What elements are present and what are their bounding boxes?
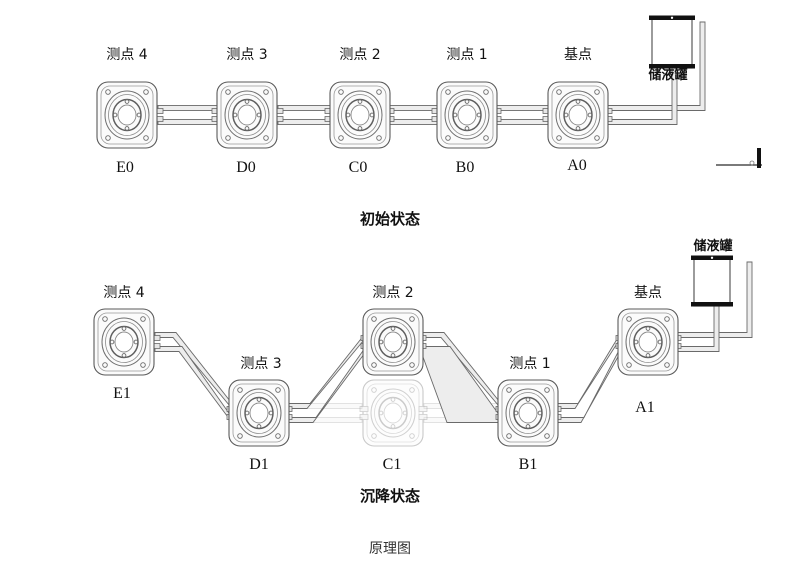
sensor-code-D0: D0 — [236, 159, 256, 176]
tank-label-settlement: 储液罐 — [693, 239, 733, 254]
point-label-D0: 测点 3 — [226, 47, 268, 63]
point-label-E0: 测点 4 — [106, 47, 148, 63]
sensor-code-B1: B1 — [518, 456, 538, 473]
sensor-C1-ghost — [359, 379, 428, 447]
panel-initial-state — [96, 15, 762, 168]
panel-title-initial: 初始状态 — [359, 210, 421, 228]
tank-initial[interactable] — [649, 15, 695, 69]
panel-settlement-state — [93, 255, 753, 447]
sensor-E0[interactable] — [96, 81, 158, 149]
point-label-E1: 测点 4 — [103, 285, 145, 301]
sensor-D0[interactable] — [216, 81, 278, 149]
sensor-code-C0: C0 — [348, 159, 368, 176]
sensor-B1[interactable] — [497, 379, 559, 447]
point-label-C0: 测点 2 — [339, 47, 381, 63]
tank-settlement[interactable] — [691, 255, 733, 307]
point-label-A1: 基点 — [634, 285, 662, 301]
panel-title-settlement: 沉降状态 — [359, 487, 421, 505]
sensor-code-E0: E0 — [116, 159, 134, 176]
sensor-code-D1: D1 — [249, 456, 269, 473]
ground-reference-mark-icon — [716, 148, 762, 168]
sensor-A0[interactable] — [547, 81, 609, 149]
sensor-C1[interactable] — [362, 308, 424, 376]
sensor-A1[interactable] — [617, 308, 679, 376]
point-label-D1: 测点 3 — [240, 356, 282, 372]
sensor-code-C1: C1 — [382, 456, 402, 473]
sensor-code-A0: A0 — [567, 157, 587, 174]
sensor-code-B0: B0 — [455, 159, 475, 176]
sensor-code-A1: A1 — [635, 399, 655, 416]
point-label-B0: 测点 1 — [446, 47, 488, 63]
point-label-A0: 基点 — [564, 47, 592, 63]
sensor-C0[interactable] — [329, 81, 391, 149]
sensor-E1[interactable] — [93, 308, 155, 376]
sensor-B0[interactable] — [436, 81, 498, 149]
tank-label-initial: 储液罐 — [648, 68, 688, 83]
sensor-D1[interactable] — [228, 379, 290, 447]
point-label-B1: 测点 1 — [509, 356, 551, 372]
point-label-C1: 测点 2 — [372, 285, 414, 301]
sensor-code-E1: E1 — [113, 385, 131, 402]
figure-caption: 原理图 — [369, 541, 411, 557]
